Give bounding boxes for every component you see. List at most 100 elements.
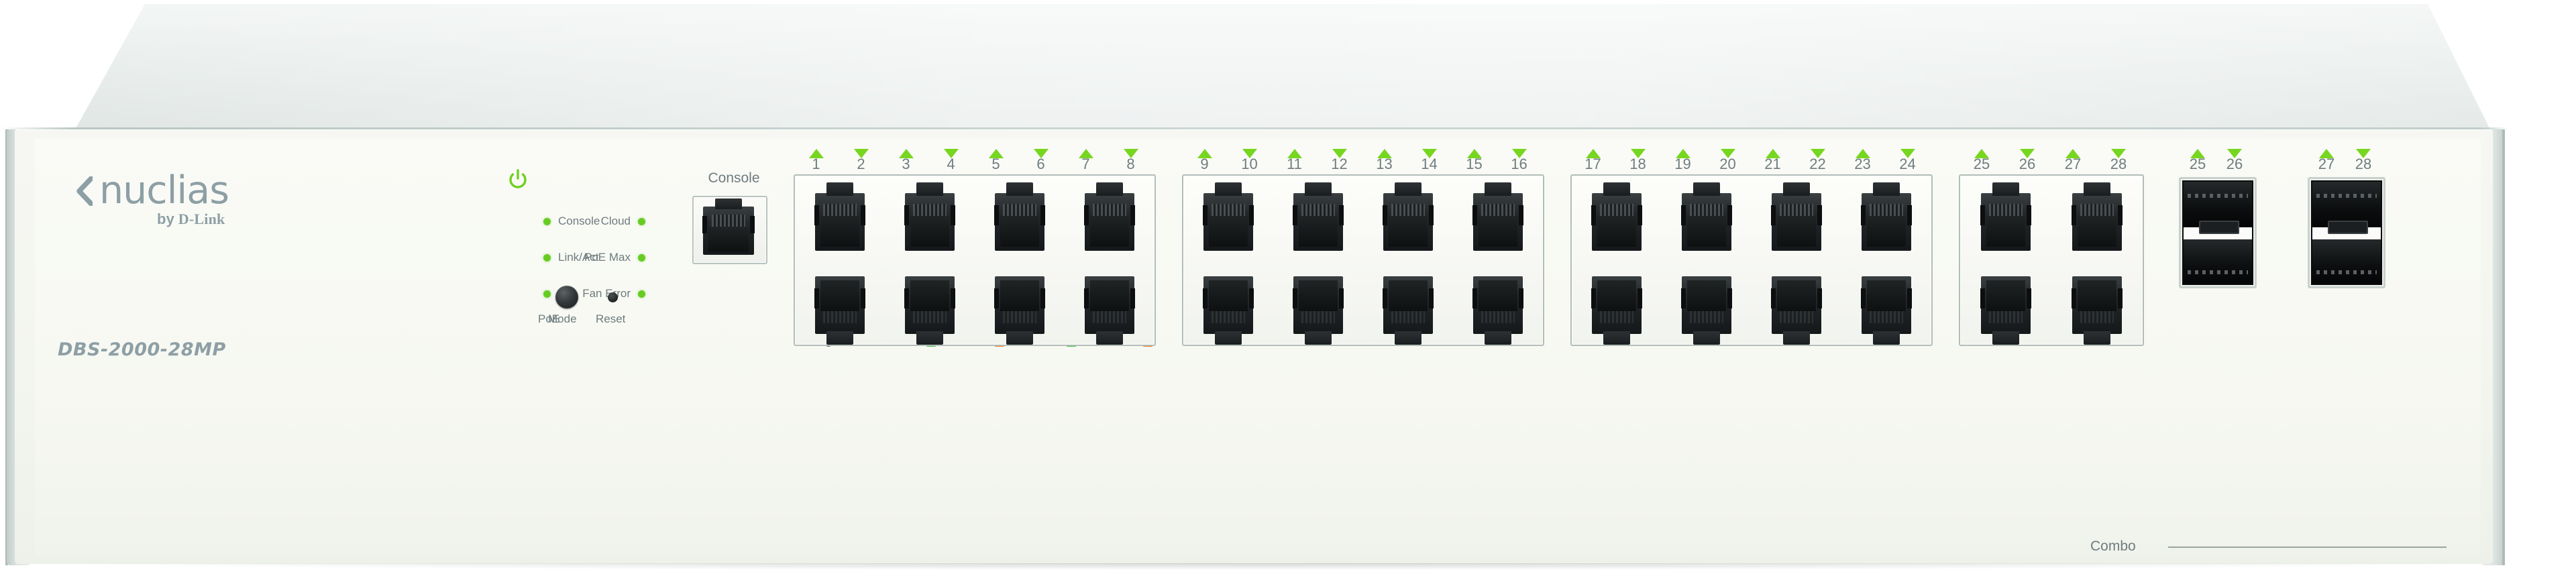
console-port-label: Console: [708, 170, 760, 186]
rj45-port-2[interactable]: [814, 276, 865, 345]
jack-cavity: [1299, 280, 1338, 311]
rj45-port-23[interactable]: [1861, 182, 1912, 251]
jack-slot-right: [1638, 288, 1642, 308]
sfp-port-led-26: [2227, 149, 2242, 158]
rj45-port-22[interactable]: [1771, 276, 1822, 345]
jack-slot-left: [1681, 288, 1686, 308]
sfp-cage-s2[interactable]: [2308, 177, 2385, 288]
sfp-latch-top: [2328, 221, 2368, 234]
jack-cavity: [1986, 280, 2025, 311]
sfp-port-number-27: 27: [2318, 156, 2335, 172]
jack-slot-right: [1249, 288, 1254, 308]
port-column: [1681, 178, 1732, 345]
jack-slot-right: [1638, 205, 1642, 225]
rj45-port-4[interactable]: [904, 276, 955, 345]
sfp-port-number-26: 26: [2226, 156, 2243, 172]
rj45-port-3[interactable]: [904, 182, 955, 251]
rj45-port-5[interactable]: [994, 182, 1045, 251]
jack-tab: [1873, 331, 1900, 345]
rj45-port-18[interactable]: [1591, 276, 1642, 345]
rj45-port-15[interactable]: [1472, 182, 1523, 251]
port-led-3: [898, 149, 914, 158]
port-column: [904, 178, 955, 345]
rj45-port-20[interactable]: [1681, 276, 1732, 345]
jack-slot-right: [1727, 288, 1732, 308]
console-rj45-jack: [702, 198, 755, 255]
console-jack-cavity: [708, 227, 749, 252]
jack-tab: [1693, 182, 1720, 196]
jack-cavity: [910, 280, 949, 311]
rj45-port-8[interactable]: [1084, 276, 1135, 345]
jack-tab: [1006, 182, 1033, 196]
jack-cavity: [1479, 280, 1517, 311]
jack-pins: [1870, 204, 1903, 219]
rj45-port-25[interactable]: [1980, 182, 2031, 251]
sfp-cage-s1[interactable]: [2179, 177, 2257, 288]
rj45-port-21[interactable]: [1771, 182, 1822, 251]
rj45-port-11[interactable]: [1293, 182, 1344, 251]
led-row-poe-max: PoE Max: [538, 249, 645, 266]
port-column: [2072, 178, 2123, 345]
port-number-24: 24: [1899, 156, 1916, 172]
sfp-slot-bottom[interactable]: [2312, 239, 2381, 284]
reset-button[interactable]: [608, 292, 618, 302]
led-label-fan-error: Fan Error: [582, 287, 631, 300]
jack-slot-left: [1472, 205, 1477, 225]
sfp-slot-top[interactable]: [2312, 182, 2381, 226]
led-dot-cloud: [638, 217, 645, 225]
jack-tab: [1693, 331, 1720, 345]
jack-cavity: [1687, 216, 1726, 247]
console-port[interactable]: [692, 196, 767, 264]
rj45-port-16[interactable]: [1472, 276, 1523, 345]
rj45-port-7[interactable]: [1084, 182, 1135, 251]
jack-slot-right: [1429, 205, 1434, 225]
led-label-poe: PoE: [538, 312, 560, 325]
rj45-port-17[interactable]: [1591, 182, 1642, 251]
jack-slot-left: [1591, 205, 1596, 225]
rj45-port-9[interactable]: [1203, 182, 1254, 251]
sfp-slot-bottom[interactable]: [2184, 239, 2252, 284]
jack-slot-left: [1861, 288, 1866, 308]
jack-slot-right: [1519, 205, 1523, 225]
console-jack-pins: [712, 215, 745, 228]
rj45-port-24[interactable]: [1861, 276, 1912, 345]
byline-prefix: by: [157, 211, 175, 227]
jack-cavity: [1090, 280, 1129, 311]
port-led-9: [1197, 149, 1212, 158]
rj45-port-13[interactable]: [1383, 182, 1434, 251]
rj45-port-19[interactable]: [1681, 182, 1732, 251]
port-number-7: 7: [1081, 156, 1090, 172]
jack-pins: [1989, 308, 2023, 323]
rj45-port-28[interactable]: [2072, 276, 2123, 345]
power-icon: [507, 169, 529, 195]
jack-slot-left: [1771, 288, 1776, 308]
jack-pins: [1212, 204, 1245, 219]
rj45-port-10[interactable]: [1203, 276, 1254, 345]
port-led-8: [1123, 149, 1138, 158]
rj45-port-6[interactable]: [994, 276, 1045, 345]
sfp-slot-top[interactable]: [2184, 182, 2252, 226]
jack-pins: [1600, 308, 1633, 323]
jack-slot-right: [861, 288, 865, 308]
rj45-port-27[interactable]: [2072, 182, 2123, 251]
jack-cavity: [1389, 280, 1428, 311]
rj45-port-1[interactable]: [814, 182, 865, 251]
jack-slot-left: [1293, 205, 1297, 225]
byline-brand: D-Link: [178, 211, 225, 227]
jack-tab: [1992, 182, 2019, 196]
mode-button[interactable]: [555, 286, 578, 308]
port-number-18: 18: [1629, 156, 1646, 172]
jack-slot-right: [1519, 288, 1523, 308]
rj45-port-12[interactable]: [1293, 276, 1344, 345]
jack-pins: [1481, 308, 1515, 323]
sfp-latch-top: [2199, 221, 2239, 234]
jack-slot-left: [1591, 288, 1596, 308]
port-number-23: 23: [1854, 156, 1871, 172]
jack-slot-right: [2118, 205, 2123, 225]
rj45-port-26[interactable]: [1980, 276, 2031, 345]
jack-slot-left: [1472, 288, 1477, 308]
jack-tab: [1305, 182, 1332, 196]
jack-cavity: [1687, 280, 1726, 311]
jack-cavity: [820, 280, 859, 311]
rj45-port-14[interactable]: [1383, 276, 1434, 345]
